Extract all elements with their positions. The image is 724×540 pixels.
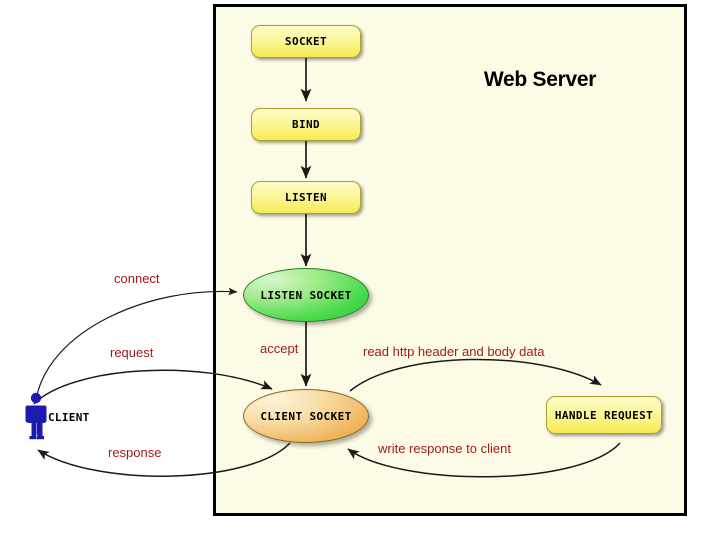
edge-label-request: request — [110, 345, 154, 360]
edge-label-response: response — [108, 445, 162, 460]
client-actor-label: CLIENT — [48, 411, 90, 424]
node-listen[interactable]: LISTEN — [251, 181, 361, 214]
node-handle-request-label: HANDLE REQUEST — [554, 408, 654, 422]
edge-label-connect: connect — [114, 271, 160, 286]
edge-label-read-request: read http header and body data — [363, 344, 545, 359]
node-handle-request[interactable]: HANDLE REQUEST — [546, 396, 662, 434]
node-listen-socket[interactable]: LISTEN SOCKET — [243, 268, 369, 322]
node-client-socket-label: CLIENT SOCKET — [260, 409, 352, 423]
web-server-title: Web Server — [483, 68, 597, 91]
edge-label-accept: accept — [260, 341, 299, 356]
node-socket[interactable]: SOCKET — [251, 25, 361, 58]
node-listen-socket-label: LISTEN SOCKET — [260, 288, 352, 302]
node-listen-label: LISTEN — [284, 191, 328, 204]
client-actor-icon[interactable] — [22, 392, 56, 440]
node-socket-label: SOCKET — [284, 35, 328, 48]
node-client-socket[interactable]: CLIENT SOCKET — [243, 389, 369, 443]
node-bind-label: BIND — [291, 118, 321, 131]
edge-label-write-response: write response to client — [378, 441, 511, 456]
node-bind[interactable]: BIND — [251, 108, 361, 141]
